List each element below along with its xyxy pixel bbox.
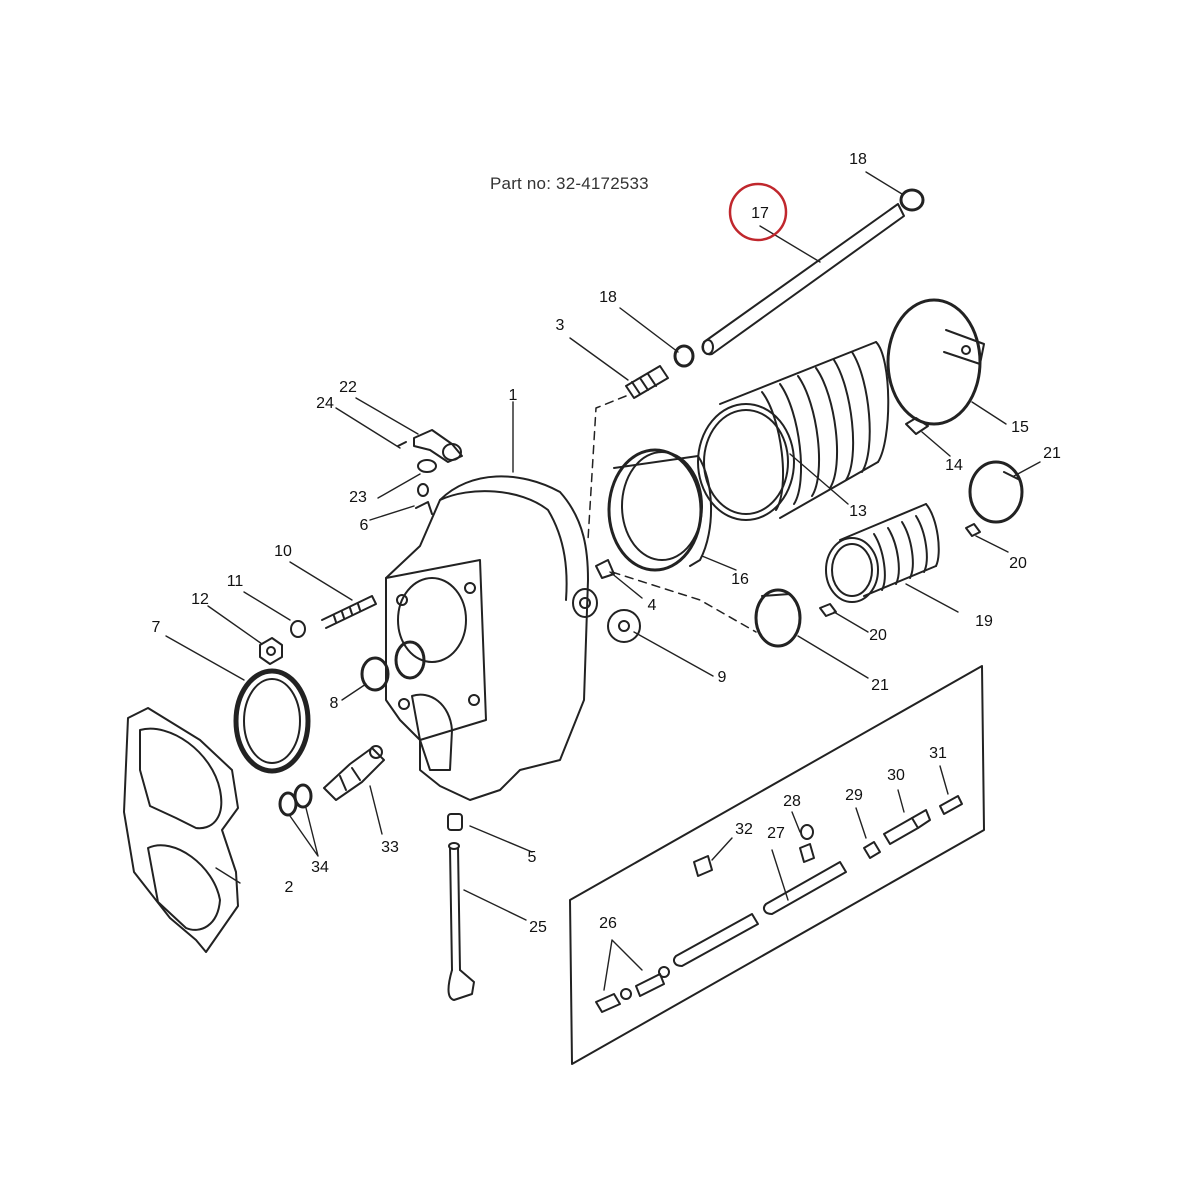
leader-lines	[165, 171, 1041, 991]
callout-14: 14	[945, 457, 963, 474]
callout-33: 33	[381, 839, 399, 856]
gasket-part	[123, 707, 239, 953]
callout-18: 18	[599, 289, 617, 306]
callout-8: 8	[330, 695, 339, 712]
part-number-title: Part no: 32-4172533	[490, 174, 649, 193]
callout-32: 32	[735, 821, 753, 838]
bellows-part	[697, 341, 890, 521]
fitting-three-part	[625, 365, 669, 399]
callout-13: 13	[849, 503, 867, 520]
small-clamp-part	[673, 344, 695, 368]
callout-27: 27	[767, 825, 785, 842]
callout-17: 17	[751, 205, 769, 222]
callout-7: 7	[152, 619, 161, 636]
o-ring-part	[233, 668, 311, 774]
callout-29: 29	[845, 787, 863, 804]
washer-part	[290, 620, 306, 638]
callout-22: 22	[339, 379, 357, 396]
sleeve-part	[447, 813, 463, 831]
callout-30: 30	[887, 767, 905, 784]
pad-part	[905, 417, 929, 435]
small-bellows-part	[825, 503, 940, 603]
fitting-part	[323, 745, 385, 801]
washers-part	[278, 783, 313, 817]
callout-15: 15	[1011, 419, 1029, 436]
callout-16: 16	[731, 571, 749, 588]
callout-10: 10	[274, 543, 292, 560]
callout-21-right: 21	[1043, 445, 1061, 462]
callout-9: 9	[718, 669, 727, 686]
small-clamp-top-part	[899, 188, 925, 212]
callout-11: 11	[227, 573, 244, 590]
shaft-part	[447, 842, 475, 1001]
pad-right-part	[965, 523, 981, 537]
stud-part	[321, 595, 377, 629]
callout-5: 5	[528, 849, 537, 866]
o-ring-small-part	[360, 656, 390, 692]
callout-19: 19	[975, 613, 993, 630]
callout-24: 24	[316, 395, 334, 412]
bell-housing-part	[385, 475, 598, 801]
callout-34: 34	[311, 859, 329, 876]
callout-21: 21	[871, 677, 889, 694]
callout-20: 20	[869, 627, 887, 644]
callout-2: 2	[285, 879, 294, 896]
nut-part	[259, 637, 283, 665]
ring-part	[607, 448, 713, 572]
callout-6: 6	[360, 517, 369, 534]
callout-25: 25	[529, 919, 547, 936]
callout-1: 1	[509, 387, 518, 404]
callout-4: 4	[648, 597, 657, 614]
callout-26: 26	[599, 915, 617, 932]
clamp-lower-part	[754, 588, 802, 648]
callout-28: 28	[783, 793, 801, 810]
highlight-circle	[728, 182, 788, 242]
linkage-part	[397, 429, 463, 515]
callout-3: 3	[556, 317, 565, 334]
inset-parts	[595, 795, 963, 1013]
callout-31: 31	[929, 745, 947, 762]
pad-lower-part	[819, 603, 837, 617]
callout-12: 12	[191, 591, 209, 608]
hose-part	[701, 203, 905, 356]
inset-box	[569, 665, 985, 1065]
large-clamp-part	[886, 298, 985, 426]
clamp-right-part	[968, 460, 1024, 524]
guide-lines	[587, 395, 757, 633]
callout-20-right: 20	[1009, 555, 1027, 572]
washer-nine-part	[607, 609, 641, 643]
callout-18-top: 18	[849, 151, 867, 168]
fitting-four-part	[595, 559, 615, 579]
callout-23: 23	[349, 489, 367, 506]
